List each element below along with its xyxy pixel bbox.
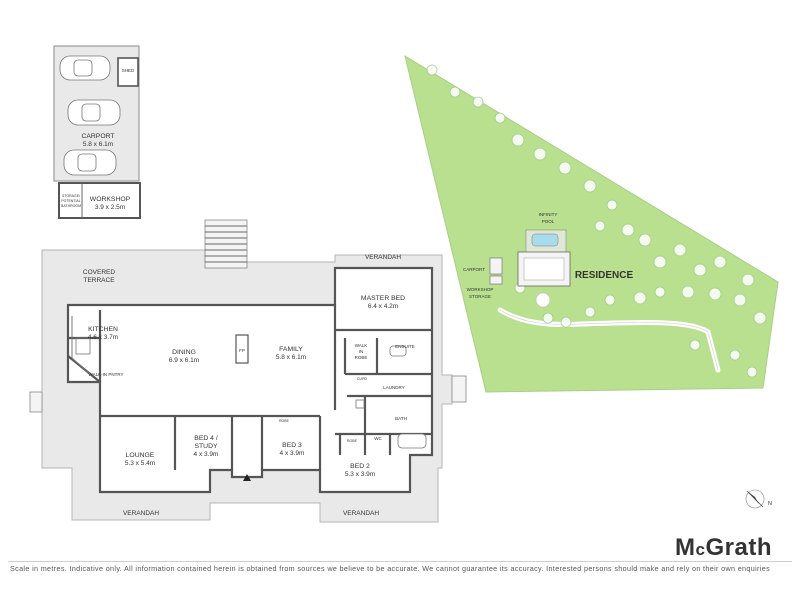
carport-size: 5.8 x 6.1m: [83, 141, 113, 148]
robe-label-bed3: ROBE: [279, 419, 290, 423]
bed4-size: 4 x 3.9m: [194, 451, 219, 458]
site-carport: [489, 257, 503, 275]
infinity-pool-label: INFINITY: [539, 212, 558, 217]
bed4-label: BED 4 /: [194, 435, 218, 442]
site-workshop: [489, 275, 503, 285]
storage-label-3: BATHROOM: [61, 204, 81, 208]
site-workshop-label: WORKSHOP: [467, 287, 494, 292]
north-label: N: [768, 501, 772, 507]
dining-label: DINING: [172, 349, 196, 356]
lounge-label: LOUNGE: [126, 452, 155, 459]
site-storage-label: STORAGE: [469, 294, 491, 299]
verandah-south-west-label: VERANDAH: [123, 510, 159, 517]
verandah-south-east-label: VERANDAH: [343, 510, 379, 517]
bed2-label: BED 2: [350, 463, 370, 470]
carport-label: CARPORT: [81, 133, 114, 140]
fireplace-label: FP: [239, 348, 245, 353]
shed: [117, 57, 139, 87]
footer-divider: [8, 561, 792, 562]
fireplace: [235, 334, 249, 364]
wc-label: WC: [374, 436, 382, 441]
lounge-size: 5.3 x 5.4m: [125, 460, 155, 467]
bed2-size: 5.3 x 3.9m: [345, 471, 375, 478]
infinity-pool: [531, 233, 559, 247]
bed4-label-2: STUDY: [194, 443, 218, 450]
laundry-label: LAUNDRY: [383, 385, 404, 390]
residence-label: RESIDENCE: [575, 270, 634, 281]
land-parcel: [404, 54, 779, 393]
entry-arrow-icon: [243, 474, 251, 481]
family-label: FAMILY: [279, 346, 303, 353]
bed3-size: 4 x 3.9m: [280, 450, 305, 457]
tree-canopy: [426, 64, 767, 378]
storage-label-2: POTENTIAL: [61, 199, 81, 203]
ensuite-label: ENSUITE: [395, 344, 415, 349]
master-bed-size: 6.4 x 4.2m: [368, 303, 398, 310]
stairs: [204, 219, 248, 269]
workshop-size: 3.9 x 2.5m: [95, 204, 125, 211]
cupboard-label: CUPD: [357, 377, 367, 381]
kitchen-size: 4.6 x 3.7m: [88, 334, 118, 341]
site-plan: INFINITY POOL CARPORT WORKSHOP STORAGE R…: [404, 54, 779, 509]
robe-label-bed2: ROBE: [347, 439, 358, 443]
infinity-pool-label-2: POOL: [542, 219, 555, 224]
walk-in-robe-label-3: ROBE: [355, 355, 368, 360]
shed-label: SHED: [122, 68, 135, 73]
north-arrow-icon: [745, 489, 765, 509]
walk-in-robe-label-2: IN: [359, 349, 364, 354]
workshop-label: WORKSHOP: [90, 196, 131, 203]
walk-in-robe-label: WALK: [355, 343, 368, 348]
bath-label: BATH: [395, 416, 407, 421]
carport-plan: SHED CARPORT 5.8 x 6.1m WORKSHOP 3.9 x 2…: [53, 45, 141, 219]
covered-terrace-label-2: TERRACE: [83, 277, 115, 284]
house-plan: COVERED TERRACE VERANDAH VERANDAH VERAND…: [29, 219, 467, 523]
floor-plan: INFINITY POOL CARPORT WORKSHOP STORAGE R…: [29, 45, 779, 523]
workshop: [58, 182, 141, 219]
verandah-north-label: VERANDAH: [365, 254, 401, 261]
kitchen-label: KITCHEN: [88, 326, 118, 333]
bed3-label: BED 3: [282, 442, 302, 449]
site-carport-label: CARPORT: [463, 267, 485, 272]
storage-label: STORAGE/: [62, 194, 80, 198]
master-bed-label: MASTER BED: [361, 295, 405, 302]
dining-size: 6.9 x 6.1m: [169, 357, 199, 364]
walk-in-pantry-label: WALK-IN PNTRY: [88, 372, 123, 377]
covered-terrace-label: COVERED: [83, 269, 115, 276]
car-icon: [59, 55, 121, 176]
family-size: 5.8 x 6.1m: [276, 354, 306, 361]
mcgrath-logo: McGrath: [675, 534, 772, 561]
disclaimer-text: Scale in metres. Indicative only. All in…: [10, 564, 771, 573]
